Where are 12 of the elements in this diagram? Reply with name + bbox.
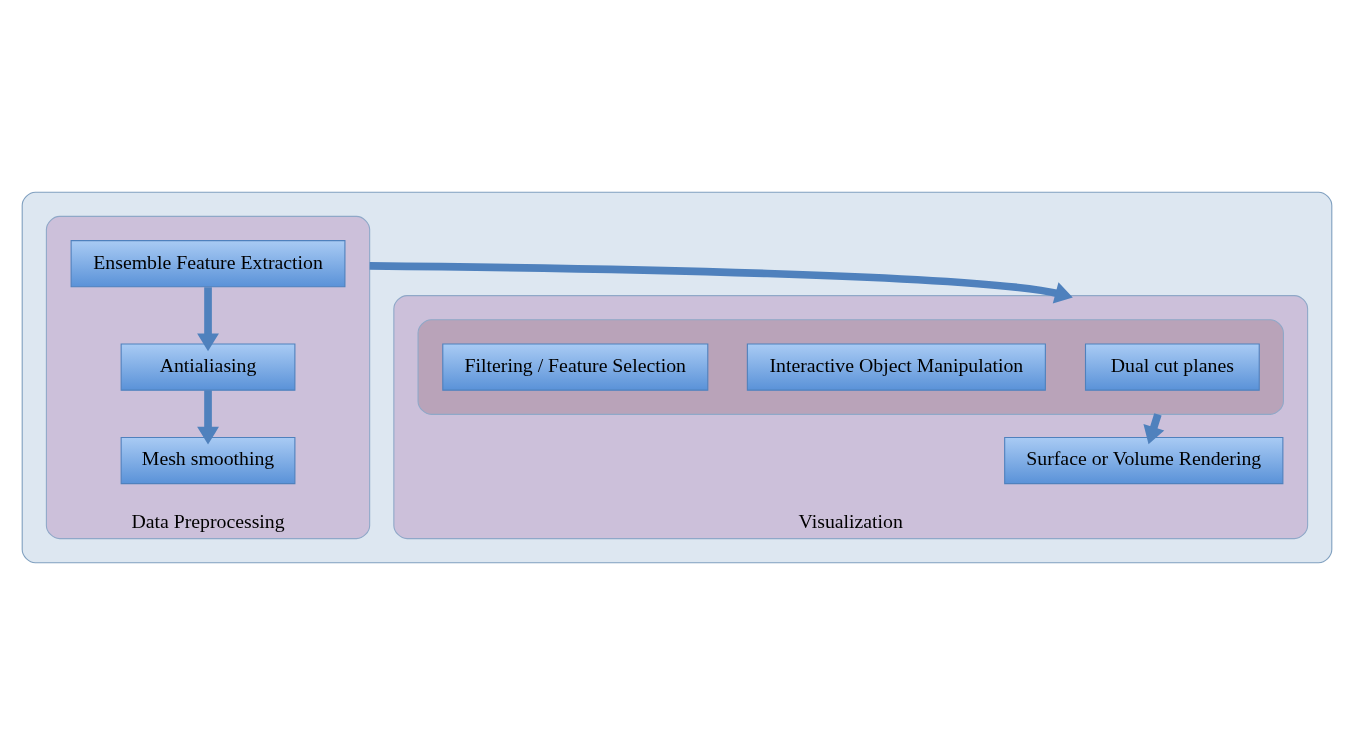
node-box: Ensemble Feature Extraction [70, 239, 345, 287]
arrow [196, 286, 219, 351]
node-box: Antialiasing [120, 342, 295, 391]
arrow [196, 389, 219, 445]
node-box: Surface or Volume Rendering [1003, 436, 1283, 484]
node-box: Interactive Object Manipulation [746, 342, 1046, 391]
cluster [417, 318, 1284, 415]
node-box: Filtering / Feature Selection [441, 342, 708, 391]
cluster [21, 191, 1332, 563]
node-box: Mesh smoothing [120, 436, 295, 484]
node-box: Dual cut planes [1084, 342, 1260, 391]
arrow [369, 261, 1073, 303]
